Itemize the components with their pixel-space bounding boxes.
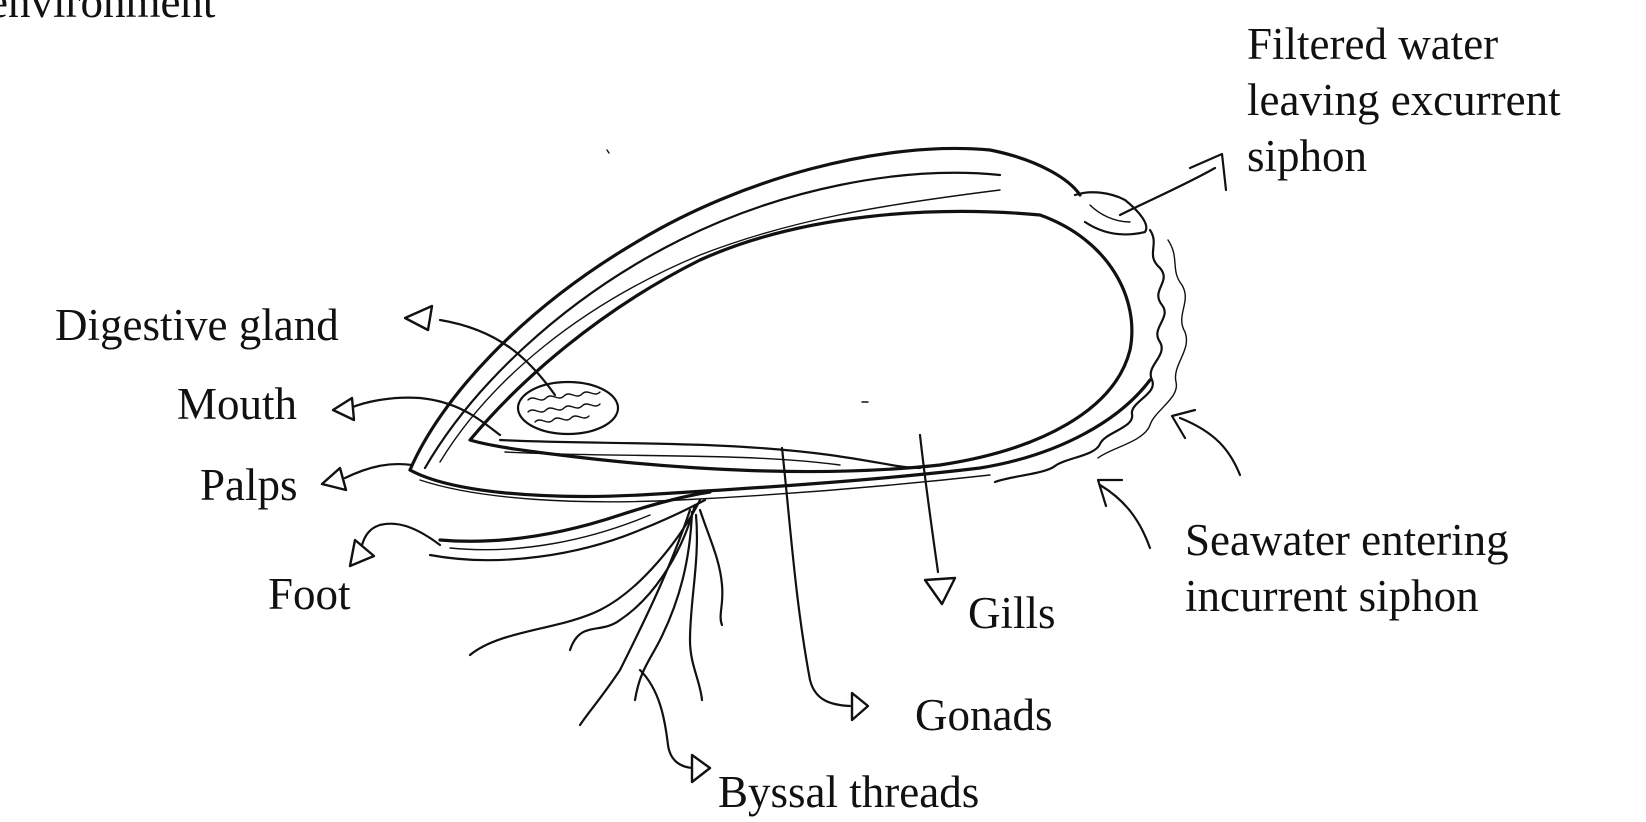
label-gills: Gills: [968, 585, 1056, 641]
label-filtered-water-line-1: Filtered water: [1247, 16, 1561, 72]
label-seawater: Seawater entering incurrent siphon: [1185, 512, 1509, 624]
seawater-arrow-2: [1100, 485, 1150, 548]
gills-band-2: [505, 452, 840, 465]
shell-lower-edge-2: [420, 475, 990, 502]
byssal-thread-5: [690, 515, 702, 700]
label-gonads: Gonads: [915, 687, 1052, 743]
label-palps: Palps: [200, 457, 298, 513]
shell-inner-edge: [425, 173, 1000, 468]
gills-leader: [920, 435, 938, 572]
palps-arrowhead: [322, 468, 346, 490]
label-filtered-water-line-3: siphon: [1247, 128, 1561, 184]
mouth-arrowhead: [333, 398, 354, 420]
excurrent-siphon: [1075, 192, 1146, 234]
mantle-outline: [470, 211, 1132, 471]
label-byssal-threads: Byssal threads: [718, 764, 979, 820]
filtered-water-arrow: [1120, 168, 1215, 215]
label-filtered-water: Filtered water leaving excurrent siphon: [1247, 16, 1561, 184]
label-seawater-line-1: Seawater entering: [1185, 512, 1509, 568]
label-foot: Foot: [268, 566, 351, 622]
label-seawater-line-2: incurrent siphon: [1185, 568, 1509, 624]
digestive-gland-leader: [440, 320, 555, 395]
digestive-gland-texture: [528, 392, 600, 422]
gonads-arrowhead: [852, 693, 868, 720]
label-filtered-water-line-2: leaving excurrent: [1247, 72, 1561, 128]
byssal-thread-6: [700, 510, 722, 625]
seawater-arrow-1: [1180, 418, 1240, 475]
palps-leader: [345, 464, 412, 478]
shell-outline: [410, 148, 1080, 470]
byssal-threads-arrowhead: [692, 755, 710, 782]
incurrent-siphon-fringe-2: [1098, 240, 1186, 458]
caption-fragment: environment: [0, 0, 215, 30]
label-digestive-gland: Digestive gland: [55, 297, 339, 353]
digestive-gland-blob: [518, 382, 618, 434]
stray-mark: [607, 150, 609, 153]
byssal-thread-2: [570, 505, 695, 650]
byssal-threads-leader: [640, 670, 695, 768]
foot-leader: [362, 524, 440, 545]
digestive-gland-arrowhead: [405, 306, 432, 330]
gills-arrowhead: [925, 578, 955, 604]
label-mouth: Mouth: [177, 376, 297, 432]
